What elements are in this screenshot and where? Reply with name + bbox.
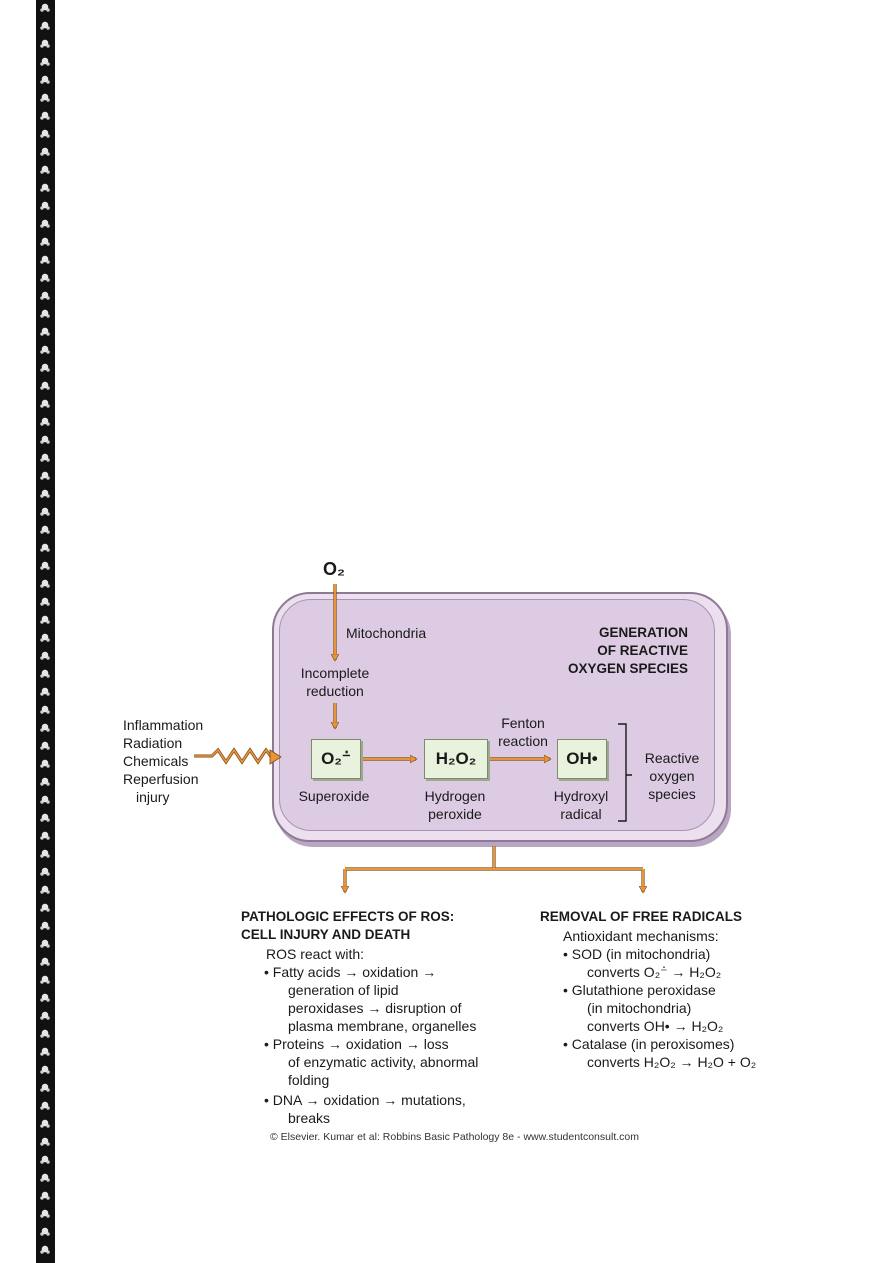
mitochondria-label: Mitochondria [346, 625, 427, 641]
copyright-notice: © Elsevier. Kumar et al: Robbins Basic P… [270, 1131, 639, 1143]
binding-strip [36, 0, 55, 1263]
hydrogen-peroxide-label: Hydrogen peroxide [424, 788, 486, 822]
box-title: GENERATION OF REACTIVE OXYGEN SPECIES [567, 625, 688, 676]
o2-label: O₂ [323, 559, 345, 579]
ros-bracket-label: Reactive oxygen species [644, 750, 700, 802]
removal-list: Antioxidant mechanisms: • SOD (in mitoch… [563, 928, 757, 1070]
hydroxyl-radical-label: Hydroxyl radical [553, 788, 609, 822]
pathologic-effects-list: ROS react with: • Fatty acids → oxidatio… [264, 946, 479, 1126]
hydrogen-peroxide-box: H₂O₂ [424, 739, 488, 779]
hydroxyl-radical-box: OH• [557, 739, 607, 779]
pathologic-effects-title: PATHOLOGIC EFFECTS OF ROS: CELL INJURY A… [241, 909, 455, 942]
superoxide-label: Superoxide [298, 788, 370, 804]
ros-bracket [618, 723, 632, 822]
fenton-reaction-label: Fenton reaction [498, 715, 548, 749]
ros-generation-box [279, 599, 715, 831]
causes-list: Inflammation Radiation Chemicals Reperfu… [123, 717, 204, 805]
incomplete-reduction-label: Incomplete reduction [300, 665, 370, 699]
removal-title: REMOVAL OF FREE RADICALS [540, 909, 743, 924]
split-arrows [345, 846, 643, 892]
superoxide-box: O₂⁻̇ [311, 739, 361, 779]
